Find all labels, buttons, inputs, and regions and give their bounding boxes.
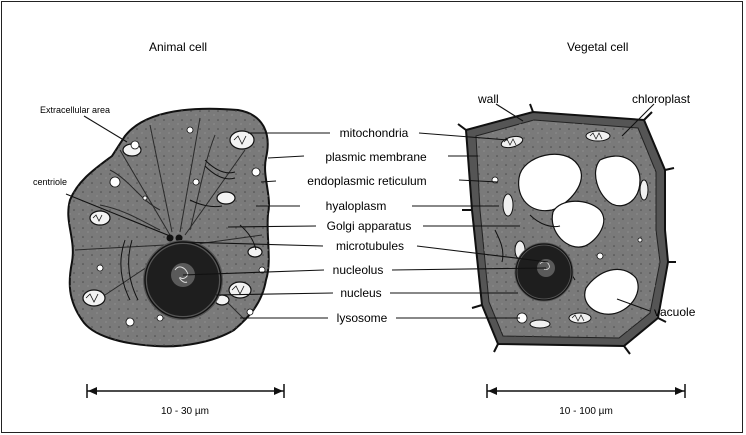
- animal-cell-title: Animal cell: [149, 40, 207, 54]
- label-mitochondria: mitochondria: [340, 126, 409, 140]
- vegetal-cell-title: Vegetal cell: [567, 40, 628, 54]
- label-lysosome: lysosome: [337, 311, 388, 325]
- label-nucleolus: nucleolus: [333, 263, 384, 277]
- animal-cell: [68, 109, 269, 347]
- label-endoplasmic-reticulum: endoplasmic reticulum: [307, 174, 426, 188]
- animal-scale-bar: [87, 384, 284, 398]
- animal-scale-label: 10 - 30 µm: [161, 406, 209, 417]
- label-hyaloplasm: hyaloplasm: [326, 199, 387, 213]
- vegetal-scale-label: 10 - 100 µm: [559, 406, 613, 417]
- vegetal-cell: [458, 104, 676, 354]
- label-centriole: centriole: [33, 177, 67, 187]
- label-chloroplast: chloroplast: [632, 92, 691, 106]
- label-extracellular-area: Extracellular area: [40, 105, 110, 115]
- vegetal-scale-bar: [487, 384, 685, 398]
- label-microtubules: microtubules: [336, 239, 404, 253]
- label-golgi-apparatus: Golgi apparatus: [327, 219, 412, 233]
- label-vacuole: vacuole: [654, 305, 696, 319]
- label-nucleus: nucleus: [340, 286, 381, 300]
- label-plasmic-membrane: plasmic membrane: [325, 150, 427, 164]
- label-wall: wall: [477, 92, 499, 106]
- center-labels: mitochondria plasmic membrane endoplasmi…: [307, 126, 427, 325]
